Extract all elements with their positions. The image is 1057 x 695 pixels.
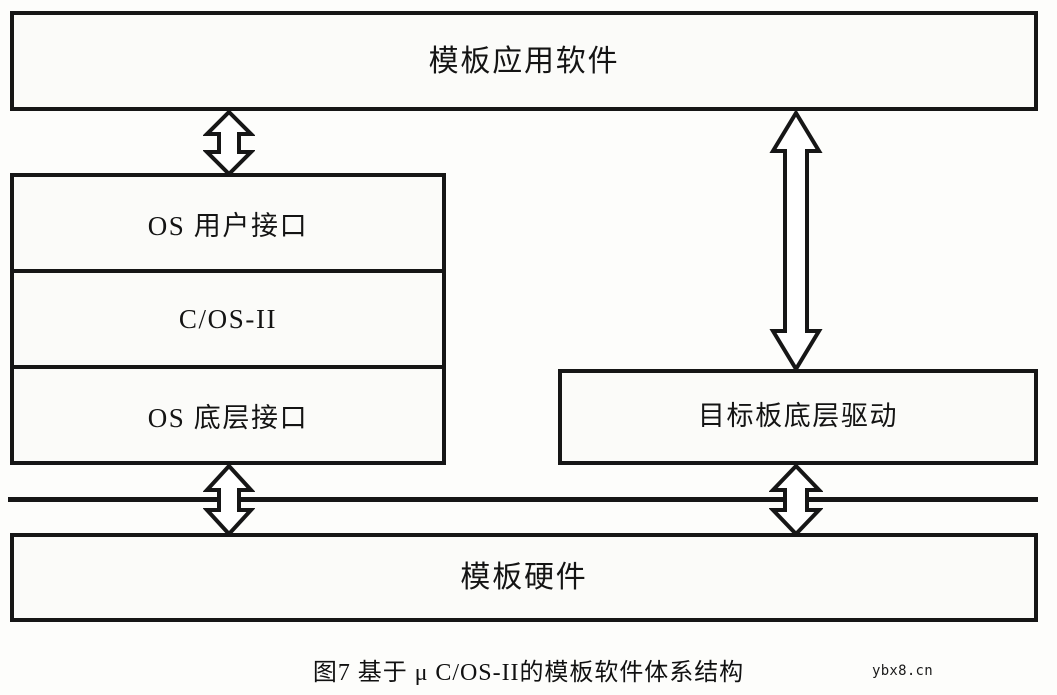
box-application-software: 模板应用软件: [10, 11, 1038, 111]
arrow-application-to-os-stack: [203, 110, 255, 176]
box-board-low-level-driver-label: 目标板底层驱动: [697, 401, 899, 432]
box-board-low-level-driver: 目标板底层驱动: [558, 369, 1038, 465]
box-application-software-label: 模板应用软件: [428, 44, 620, 78]
arrow-board-driver-to-hardware: [769, 464, 823, 536]
box-os-low-level-interface-label: OS 底层接口: [147, 402, 309, 433]
box-os-user-interface: OS 用户接口: [14, 177, 442, 269]
software-hardware-boundary-line: [8, 497, 1038, 502]
box-os-stack: OS 用户接口 C/OS-II OS 底层接口: [10, 173, 446, 465]
box-os-low-level-interface: OS 底层接口: [14, 365, 442, 461]
arrow-os-stack-to-hardware: [203, 464, 255, 536]
box-os-user-interface-label: OS 用户接口: [147, 210, 309, 241]
box-template-hardware: 模板硬件: [10, 533, 1038, 622]
box-template-hardware-label: 模板硬件: [460, 561, 588, 594]
figure-caption: 图7 基于 μ C/OS-II的模板软件体系结构: [312, 660, 745, 686]
box-ucos-ii: C/OS-II: [14, 269, 442, 365]
box-ucos-ii-label: C/OS-II: [178, 303, 278, 334]
arrow-application-to-board-driver: [769, 111, 823, 371]
watermark: ybx8.cn: [872, 663, 933, 679]
